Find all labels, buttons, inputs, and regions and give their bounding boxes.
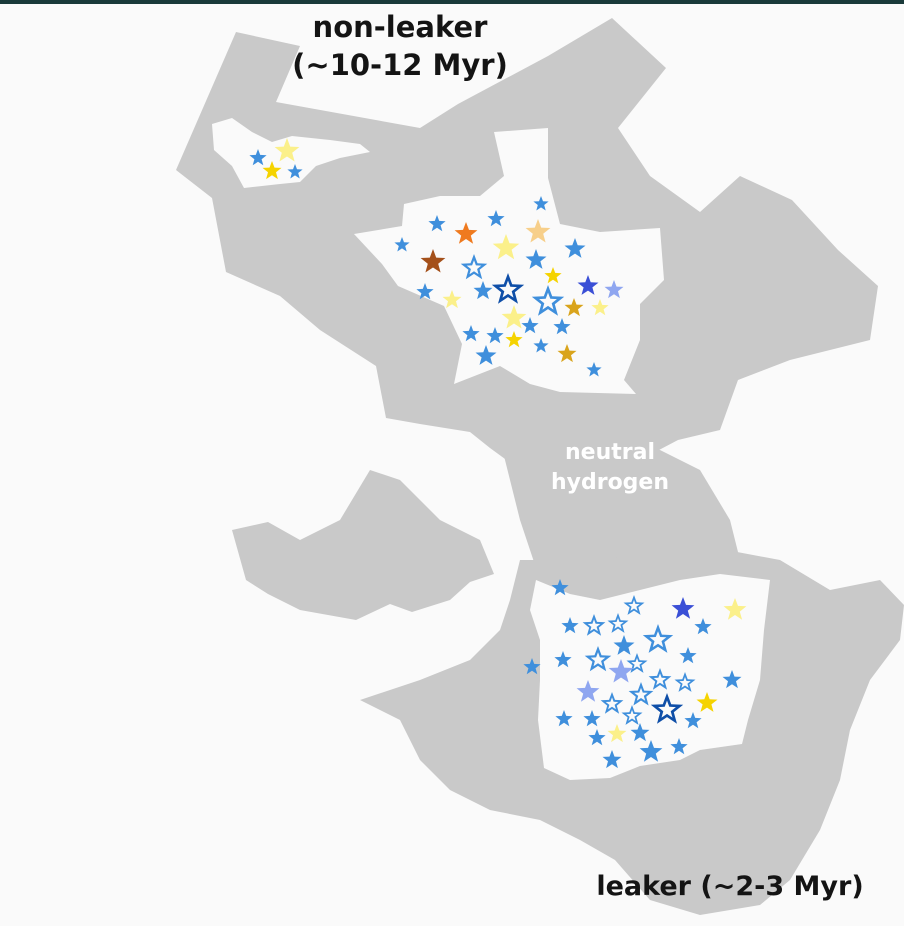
star-icon [416, 283, 434, 300]
star-icon [670, 738, 688, 755]
star-icon-center [634, 687, 648, 701]
star-icon [287, 164, 303, 179]
star-icon [586, 362, 602, 377]
star-icon [501, 305, 527, 329]
star-icon [555, 710, 573, 727]
space-background-strip [0, 0, 904, 4]
star-icon [525, 249, 547, 269]
star-icon [577, 275, 599, 295]
star-icon [554, 651, 572, 668]
star-icon [696, 692, 718, 712]
star-icon-center [499, 280, 517, 298]
star-icon [525, 219, 551, 243]
star-icon-center [649, 631, 667, 648]
star-icon-center [590, 652, 606, 667]
star-icon-center [612, 618, 624, 629]
star-icon [394, 237, 410, 252]
neutral-hydrogen-label: neutral hydrogen [520, 438, 700, 498]
star-icon [274, 138, 300, 162]
star-icon [420, 249, 446, 273]
star-icon-center [653, 673, 667, 686]
star-icon [475, 345, 497, 365]
star-icon [639, 740, 663, 762]
non-leaker-label-line1: non-leaker [312, 10, 488, 44]
star-icon [591, 299, 609, 316]
star-icon [608, 659, 634, 683]
star-icon [679, 647, 697, 664]
star-icon-center [631, 658, 643, 669]
star-icon-center [628, 600, 640, 611]
star-icon [604, 280, 624, 299]
ionized-cavity-non-leaker [354, 128, 664, 394]
star-icon [694, 618, 712, 635]
star-icon [561, 617, 579, 634]
star-icon [487, 210, 505, 227]
star-icon [544, 267, 562, 284]
star-icon [454, 222, 478, 244]
neutral-hydrogen-cloud-left [232, 470, 494, 620]
star-icon [428, 215, 446, 232]
star-icon [442, 290, 462, 309]
star-icon [262, 161, 282, 180]
star-icon [723, 598, 747, 620]
star-icon-center [466, 260, 482, 275]
star-icon [602, 750, 622, 769]
star-icon [564, 298, 584, 317]
star-icon [533, 196, 549, 211]
leaker-label: leaker (~2-3 Myr) [596, 871, 864, 902]
star-icon [521, 317, 539, 334]
star-icon [249, 149, 267, 166]
star-icon-center [539, 292, 557, 310]
star-icon [533, 338, 549, 353]
star-icon-center [658, 700, 676, 718]
star-icon [613, 635, 635, 655]
non-leaker-label: non-leaker (~10-12 Myr) [240, 8, 560, 84]
star-icon-center [626, 710, 638, 721]
star-icon [671, 597, 695, 619]
star-icon [551, 579, 569, 596]
star-icon [557, 344, 577, 363]
star-icon [492, 234, 520, 260]
neutral-hydrogen-label-line1: neutral [565, 440, 655, 465]
star-icon [564, 238, 586, 258]
star-icon [505, 331, 523, 348]
star-field [249, 138, 747, 769]
star-icon [553, 318, 571, 335]
star-icon [576, 680, 600, 702]
star-icon-center [587, 619, 601, 632]
star-icon [722, 670, 742, 689]
star-icon [523, 658, 541, 675]
neutral-hydrogen-label-line2: hydrogen [550, 470, 670, 495]
star-icon-center [605, 697, 619, 710]
star-icon [588, 729, 606, 746]
star-icon [583, 710, 601, 727]
star-icon [630, 723, 650, 742]
star-icon [607, 724, 627, 743]
star-icon [486, 327, 504, 344]
star-icon-center [679, 677, 691, 688]
star-icon [684, 712, 702, 729]
non-leaker-label-line2: (~10-12 Myr) [292, 48, 508, 82]
star-icon [462, 325, 480, 342]
star-icon [473, 281, 493, 300]
